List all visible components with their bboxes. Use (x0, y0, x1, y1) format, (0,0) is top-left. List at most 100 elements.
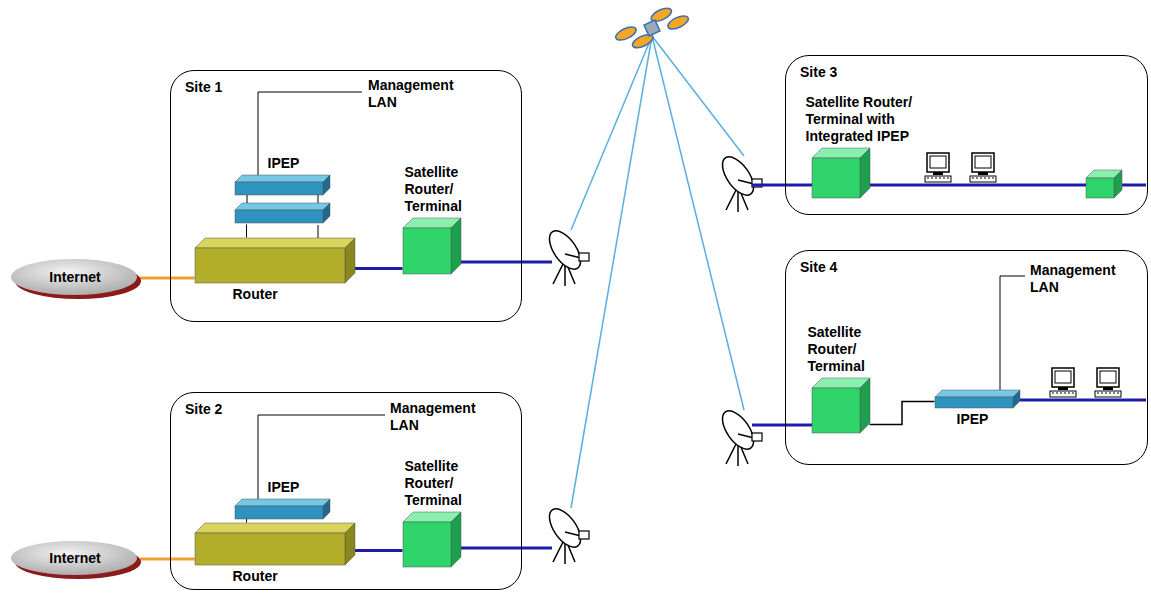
keyboard (925, 176, 951, 182)
device-shape (403, 512, 461, 567)
key-row (1109, 393, 1111, 394)
ipep-bus (317, 195, 318, 203)
dish-feed (579, 253, 589, 261)
satellite-terminal: Satellite Router/ Terminal (812, 378, 870, 433)
site-box: Satellite Router/ TerminalIPEPSite 4 (785, 250, 1148, 465)
keyboard (1050, 391, 1076, 397)
terminal-front (403, 228, 451, 274)
monitor (927, 153, 949, 172)
terminal-side (451, 218, 461, 274)
router-front (195, 248, 345, 283)
screen (930, 156, 946, 168)
site-box: IPEPRouterSatellite Router/ TerminalSite… (170, 392, 522, 590)
ipep-unit (235, 203, 330, 223)
management-line (258, 415, 385, 416)
device-label: Satellite Router/ Terminal (808, 324, 884, 375)
site-box: Satellite Router/ Terminal with Integrat… (785, 55, 1148, 215)
lan-link (355, 267, 403, 270)
site-title: Site 3 (800, 64, 837, 81)
screen (1100, 371, 1116, 383)
ipep-top (935, 390, 1020, 397)
internet-link (140, 558, 195, 561)
key-row (1052, 393, 1054, 394)
router-side (345, 523, 355, 565)
satellite-beam (652, 36, 744, 410)
ipep-unit (235, 175, 330, 195)
internet-cloud: Internet (10, 258, 140, 298)
router-box: Router (195, 238, 355, 283)
computer-icon (1095, 368, 1121, 397)
monitor-stand (1058, 387, 1068, 390)
lan-link (355, 549, 403, 552)
device-shape (195, 523, 355, 565)
key-row (1068, 393, 1070, 394)
device-shape (235, 499, 330, 519)
lan-cable (752, 424, 812, 427)
site-title: Site 4 (800, 259, 837, 276)
key-row (1064, 393, 1066, 394)
computer-icon (970, 153, 996, 182)
ipep-device: IPEP (935, 390, 1020, 408)
management-line (258, 92, 362, 93)
keyboard (970, 176, 996, 182)
key-row (972, 178, 974, 179)
keyboard (1095, 391, 1121, 397)
ipep-side (323, 203, 330, 223)
satellite-terminal: Satellite Router/ Terminal (403, 218, 461, 274)
device-label: IPEP (268, 155, 328, 172)
lan-link (870, 402, 935, 425)
satellite-beam (652, 36, 744, 156)
monitor (1052, 368, 1074, 387)
terminal-front (812, 158, 860, 198)
ipep-front (935, 397, 1013, 408)
ipep-device: IPEP (235, 499, 330, 519)
site-box: IPEP Router Satellite Router/ Terminal Site… (170, 70, 522, 322)
device-shape (812, 148, 870, 198)
ipep-side (323, 499, 330, 519)
terminal-side (860, 378, 870, 433)
key-row (988, 178, 990, 179)
dish-reflector (716, 152, 759, 201)
network-label: Management LAN (368, 77, 468, 111)
dish-reflector (543, 226, 586, 275)
key-row (1056, 393, 1058, 394)
satellite-dish (716, 406, 762, 466)
dish-feed (579, 531, 589, 539)
device-shape (812, 378, 870, 433)
network-label: Management LAN (1030, 262, 1130, 296)
key-row (943, 178, 945, 179)
terminal-side (860, 148, 870, 198)
key-row (992, 178, 994, 179)
internet-link (140, 277, 195, 280)
monitor-stand (978, 172, 988, 175)
computer-icon (1050, 368, 1076, 397)
dish-reflector (543, 504, 586, 553)
screen (975, 156, 991, 168)
ipep-front (235, 210, 323, 223)
router-side (345, 238, 355, 283)
site-title: Site 1 (185, 79, 222, 96)
monitor-stand (1103, 387, 1113, 390)
device-shape (235, 175, 330, 225)
key-row (935, 178, 937, 179)
cloud-label: Internet (10, 269, 140, 286)
dish-reflector (716, 406, 759, 455)
device-label: Satellite Router/ Terminal with Integrat… (806, 94, 942, 145)
cloud-label: Internet (10, 550, 140, 567)
management-line (258, 92, 259, 175)
lan-cable (461, 547, 552, 550)
satellite-terminal: Satellite Router/ Terminal (403, 512, 461, 567)
lan-cable (1020, 399, 1146, 402)
router-box: Router (195, 523, 355, 565)
device-shape (195, 238, 355, 283)
ipep-front (235, 506, 323, 519)
terminal-front (1086, 178, 1114, 198)
key-row (980, 178, 982, 179)
router-front (195, 533, 345, 565)
ipep-link (246, 225, 247, 238)
terminal-icon (1086, 170, 1122, 198)
ipep-top (235, 203, 330, 210)
